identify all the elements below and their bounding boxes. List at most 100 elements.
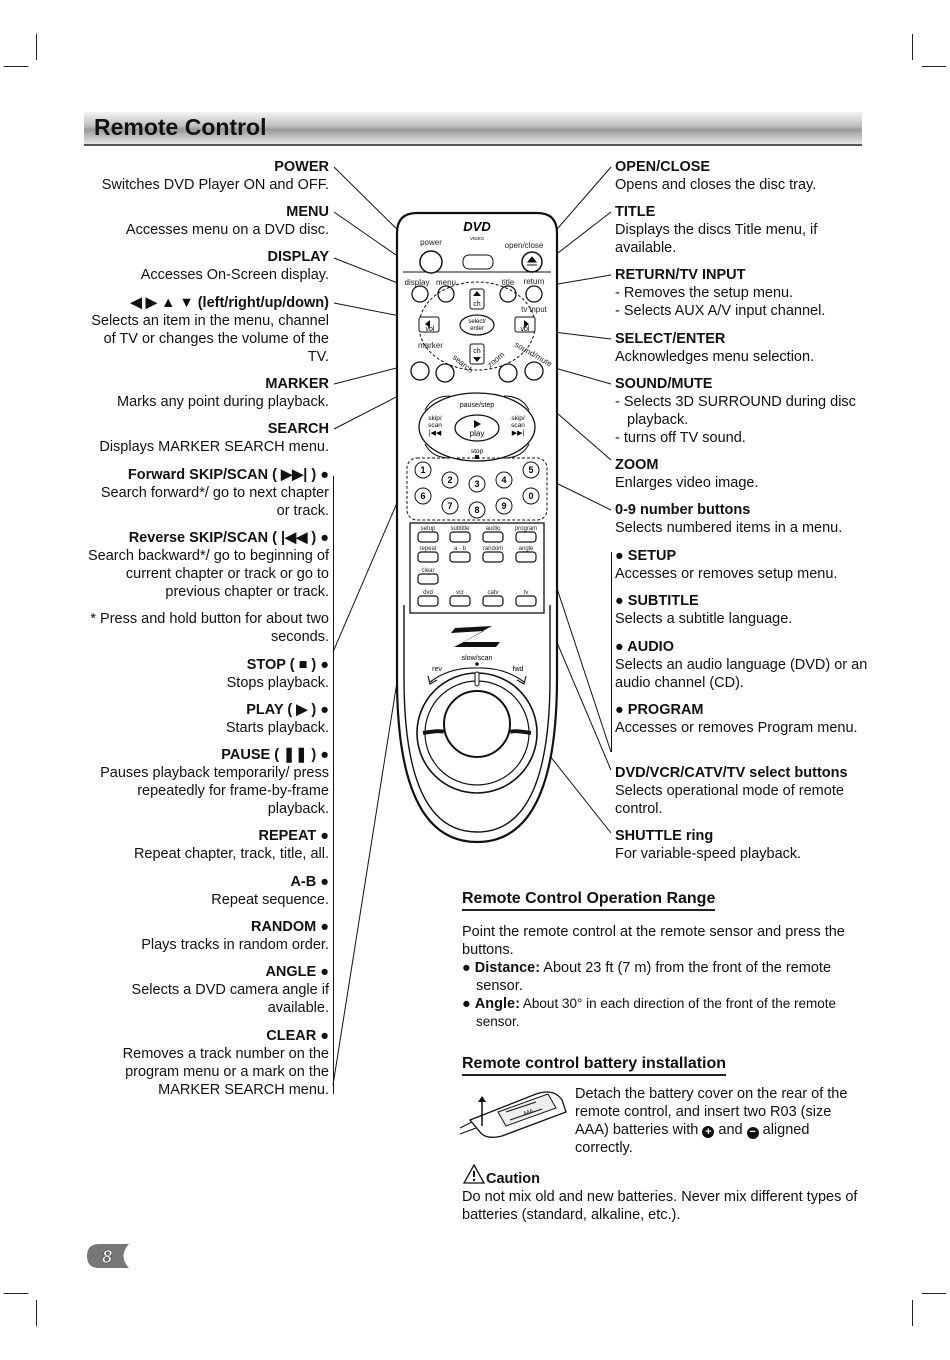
ab-button[interactable] [449, 551, 471, 563]
item-desc: Starts playback. [225, 720, 329, 736]
item-subtitle: ● SUBTITLE Selects a subtitle language. [615, 592, 875, 628]
audio-button[interactable] [482, 531, 504, 543]
subtitle-button[interactable] [449, 531, 471, 543]
return-button[interactable] [525, 285, 543, 303]
item-zoom: ZOOM Enlarges video image. [615, 456, 875, 492]
item-title: SOUND/MUTE [615, 376, 713, 392]
item-desc: - turns off TV sound. [615, 430, 746, 446]
item-menu: MENU Accesses menu on a DVD disc. [84, 203, 329, 239]
label-tv: tv [524, 590, 529, 596]
sound-mute-button[interactable] [524, 361, 544, 381]
tv-button[interactable] [515, 595, 537, 607]
item-desc: Stops playback. [226, 675, 329, 691]
brand-logo [451, 626, 500, 647]
label-skip-scan-fwd: skip/ [511, 415, 525, 422]
number-button[interactable] [441, 497, 459, 515]
bracket-line [611, 552, 612, 752]
crop-mark [4, 66, 28, 67]
zoom-button[interactable] [498, 363, 518, 383]
label-stop: stop [471, 448, 484, 455]
display-button[interactable] [411, 285, 429, 303]
number-pad [406, 457, 548, 521]
power-button[interactable] [419, 250, 443, 274]
number-button[interactable] [522, 487, 540, 505]
item-title: ZOOM [615, 457, 659, 473]
label-display: display [405, 278, 430, 287]
item-title: RANDOM ● [250, 919, 329, 935]
jog-dial[interactable] [443, 690, 511, 758]
function-panel [409, 522, 545, 614]
angle-button[interactable] [515, 551, 537, 563]
setup-button[interactable] [417, 531, 439, 543]
number-button-label: 5 [528, 465, 533, 475]
item-title: SHUTTLE ring [615, 828, 714, 844]
number-button[interactable] [414, 487, 432, 505]
label-tv-input: tv input [521, 305, 548, 314]
item-desc: - Selects 3D SURROUND during disc playba… [615, 394, 856, 428]
item-title: POWER [274, 159, 329, 175]
number-button-label: 7 [447, 501, 452, 511]
item-title: ● PROGRAM [615, 702, 704, 718]
crop-mark [912, 1300, 913, 1326]
item-title: ● SUBTITLE [615, 593, 699, 609]
number-button-label: 1 [420, 465, 425, 475]
label-vol: vol [426, 326, 435, 333]
number-button[interactable] [522, 461, 540, 479]
item-title: Reverse SKIP/SCAN ( |◀◀ ) ● [128, 530, 329, 546]
play-button[interactable] [454, 414, 500, 442]
item-pause: PAUSE ( ❚❚ ) ● Pauses playback temporari… [84, 746, 329, 818]
number-button[interactable] [495, 497, 513, 515]
item-desc: Selects an audio language (DVD) or an au… [615, 657, 868, 691]
label-enter: enter [470, 326, 484, 332]
label-rev: rev [432, 666, 442, 673]
item-desc: Marks any point during playback. [117, 394, 329, 410]
random-button[interactable] [482, 551, 504, 563]
crop-mark [922, 1293, 946, 1294]
label-catv: catv [487, 590, 498, 596]
clear-button[interactable] [417, 573, 439, 585]
item-desc: Enlarges video image. [615, 475, 759, 491]
menu-button[interactable] [437, 285, 455, 303]
bracket-line [333, 476, 334, 832]
bracket-line [333, 830, 334, 1094]
label-program: program [515, 526, 537, 532]
label-power: power [420, 238, 442, 247]
item-title: SEARCH [267, 421, 329, 437]
item-title: SELECT/ENTER [615, 331, 726, 347]
number-button-label: 0 [528, 491, 533, 501]
number-button[interactable] [441, 471, 459, 489]
catv-button[interactable] [482, 595, 504, 607]
label-select: select/ [468, 319, 486, 325]
item-desc: Selects a DVD camera angle if available. [131, 982, 329, 1016]
vcr-button[interactable] [449, 595, 471, 607]
marker-button[interactable] [410, 361, 430, 381]
search-button[interactable] [435, 363, 455, 383]
dvd-button[interactable] [417, 595, 439, 607]
item-desc: Acknowledges menu selection. [615, 349, 815, 365]
item-title: DVD/VCR/CATV/TV select buttons [615, 765, 848, 781]
up-button[interactable] [469, 288, 485, 310]
page-title: Remote Control [94, 114, 267, 140]
number-button[interactable] [495, 471, 513, 489]
number-button[interactable] [414, 461, 432, 479]
reverse-skip-icon: |◀◀ [429, 430, 442, 437]
number-button[interactable] [468, 475, 486, 493]
item-reverse-skip: Reverse SKIP/SCAN ( |◀◀ ) ● Search backw… [84, 529, 329, 601]
repeat-button[interactable] [417, 551, 439, 563]
item-desc: Accesses On-Screen display. [140, 267, 329, 283]
section-header: Remote Control [84, 112, 862, 146]
number-button[interactable] [468, 501, 486, 519]
item-desc: Repeat sequence. [211, 892, 329, 908]
battery-section: Remote control battery installation [462, 1055, 862, 1088]
select-enter-button[interactable] [459, 314, 495, 336]
label-subtitle: subtitle [450, 526, 470, 532]
item-sound-mute: SOUND/MUTE - Selects 3D SURROUND during … [615, 375, 875, 447]
item-shuttle: SHUTTLE ring For variable-speed playback… [615, 827, 875, 863]
program-button[interactable] [515, 531, 537, 543]
label-slow-scan: slow/scan [462, 655, 493, 662]
battery-text: Detach the battery cover on the rear of … [575, 1085, 865, 1157]
item-program: ● PROGRAM Accesses or removes Program me… [615, 701, 875, 737]
angle-label: Angle: [474, 996, 520, 1012]
item-title: ● SETUP [615, 548, 677, 564]
down-button[interactable] [469, 343, 485, 365]
